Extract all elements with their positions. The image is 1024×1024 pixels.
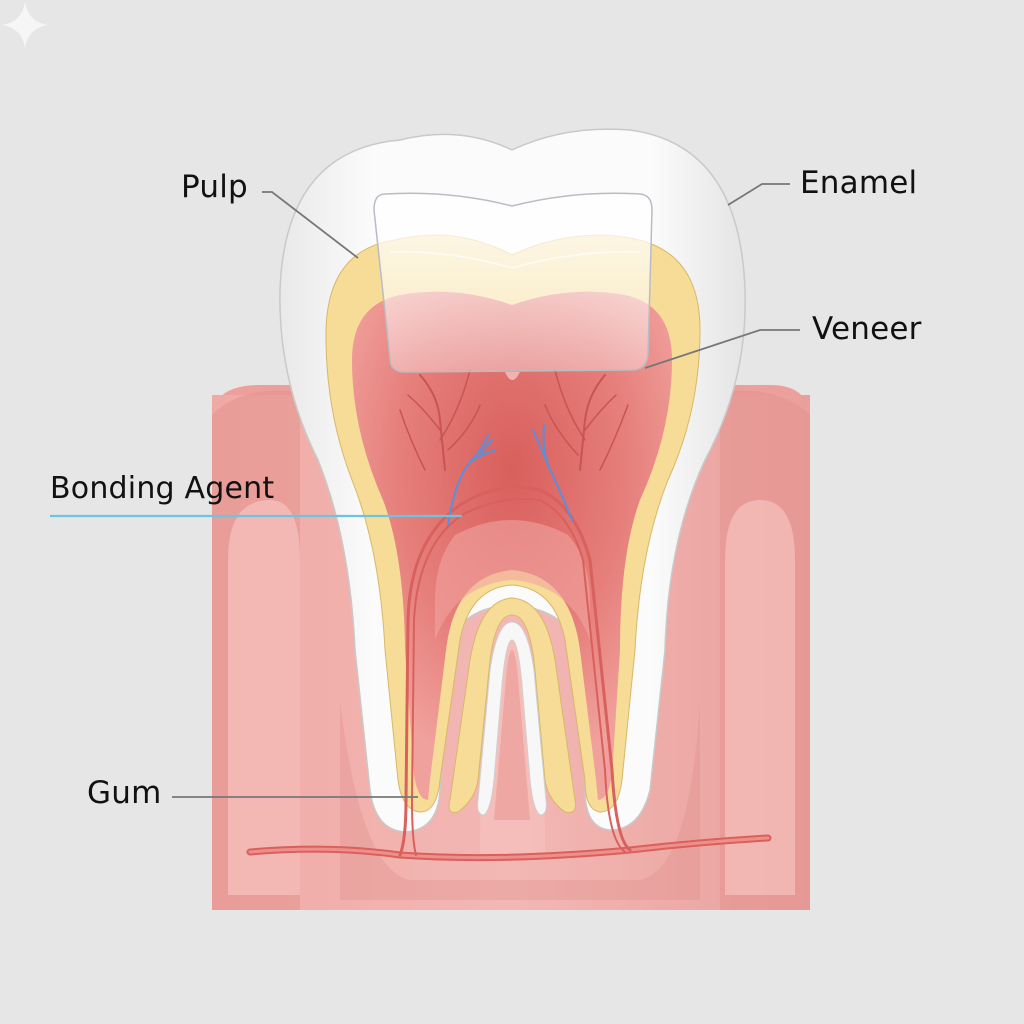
label-gum: Gum [87,775,162,811]
sparkle-icon [2,2,48,48]
label-enamel: Enamel [800,165,918,201]
pulp-leader-line [262,191,359,259]
label-veneer: Veneer [812,311,922,347]
root-furcation [448,597,576,820]
blood-vessels [246,369,772,862]
label-bonding-agent: Bonding Agent [50,471,275,506]
label-pulp: Pulp [181,169,248,205]
veneer-leader-line [644,329,800,369]
veneer-shell [373,192,653,380]
enamel-leader-line [727,183,790,206]
nerves [447,424,573,526]
leader-lines [50,183,800,798]
